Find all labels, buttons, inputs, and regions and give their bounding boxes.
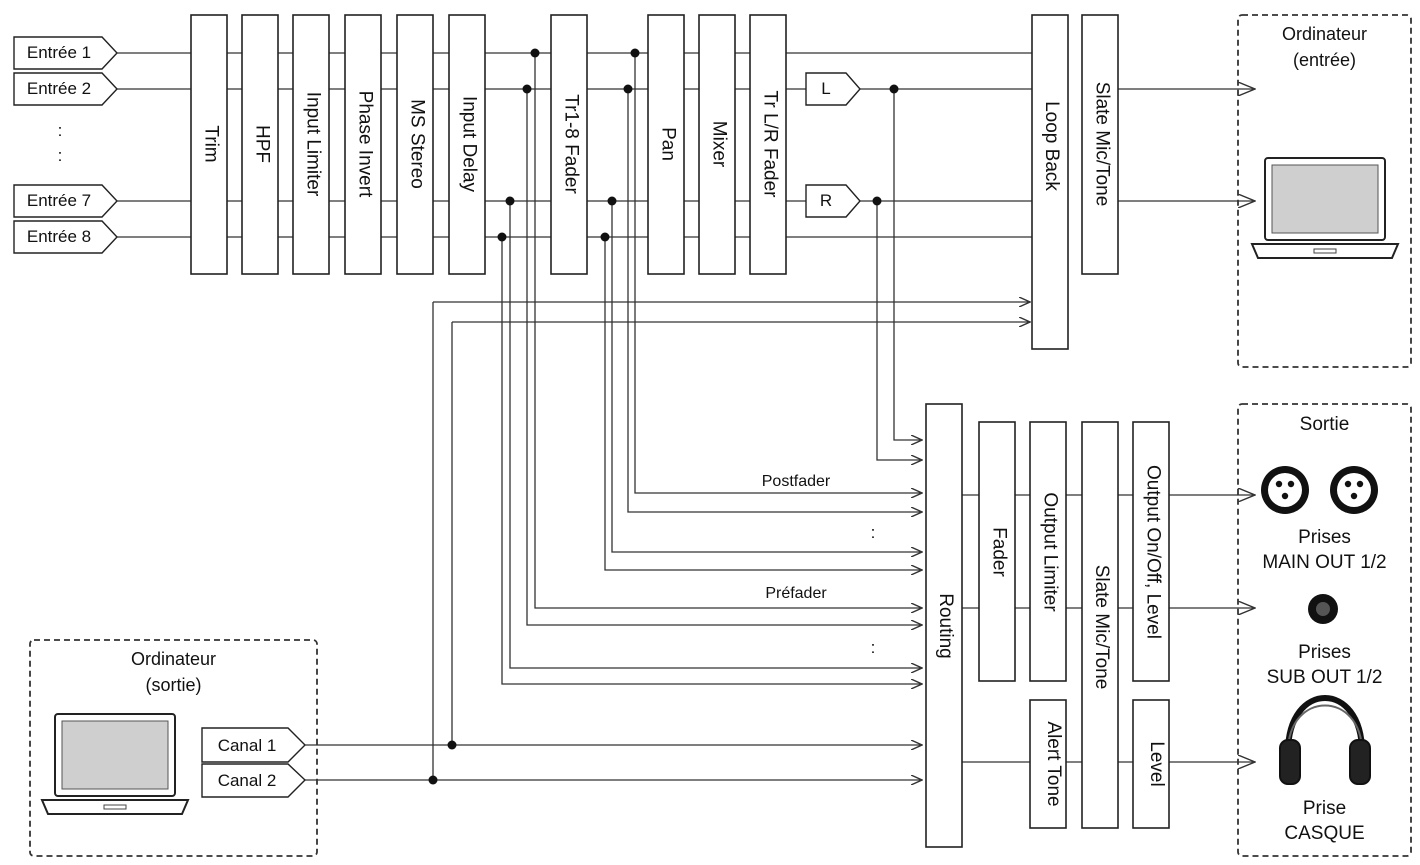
- input-tag-2: [13, 72, 118, 106]
- r-tag: [805, 184, 861, 218]
- pan-block: [647, 14, 685, 275]
- hpf-label: HPF: [251, 125, 272, 163]
- routing-label: Routing: [935, 593, 956, 659]
- trim-block: [190, 14, 228, 275]
- input-delay-block: [448, 14, 486, 275]
- computer-in-subtitle: (entrée): [1292, 50, 1357, 70]
- post-8-to-routing: [604, 237, 922, 570]
- mixer-label: Mixer: [708, 120, 729, 168]
- alert-tone-label: Alert Tone: [1043, 721, 1064, 807]
- pre-7-to-routing: [509, 201, 922, 668]
- computer-in-title: Ordinateur: [1281, 24, 1368, 44]
- loop-back-block: [1031, 14, 1069, 350]
- input-ellipsis: :: [57, 121, 63, 140]
- post-1-to-routing: [634, 53, 922, 493]
- input-delay-label: Input Delay: [458, 95, 479, 193]
- slate-top-block: [1081, 14, 1119, 275]
- xlr-connector-icon: [1330, 466, 1378, 514]
- pan-label: Pan: [657, 127, 678, 161]
- input-tags: [13, 36, 861, 798]
- routing-ellipsis: :: [870, 523, 876, 542]
- output-onoff-block: [1132, 421, 1170, 682]
- phase-invert-label: Phase Invert: [354, 90, 375, 198]
- post-2-to-routing: [627, 89, 922, 512]
- slate-top-label: Slate Mic/Tone: [1091, 81, 1112, 207]
- dashed-frames: [29, 14, 1412, 857]
- phase-invert-block: [344, 14, 382, 275]
- loop-back-label: Loop Back: [1041, 101, 1062, 191]
- xlr-connector-icon: [1261, 466, 1309, 514]
- tr-lr-fader-block: [749, 14, 787, 275]
- computer-in-frame: [1237, 14, 1412, 368]
- processing-blocks: [190, 14, 1170, 848]
- pre-2-to-routing: [526, 89, 922, 625]
- ms-stereo-label: MS Stereo: [406, 99, 427, 189]
- alert-tone-block: [1029, 699, 1067, 829]
- mixer-block: [698, 14, 736, 275]
- computer-out-subtitle: (sortie): [145, 675, 202, 695]
- sub-out-label-1: Prises: [1298, 642, 1351, 663]
- pre-8-to-routing: [501, 237, 922, 684]
- laptop-icon: [40, 713, 190, 815]
- fader-label: Fader: [988, 526, 1009, 577]
- input-tag-8: [13, 220, 118, 254]
- hpf-block: [241, 14, 279, 275]
- input-label-8: Entrée 8: [26, 227, 92, 246]
- outputs-title: Sortie: [1299, 414, 1350, 435]
- input-label-2: Entrée 2: [26, 79, 92, 98]
- level-block: [1132, 699, 1170, 829]
- main-out-label-2: MAIN OUT 1/2: [1262, 552, 1387, 573]
- routing-block: [925, 403, 963, 848]
- pre-1-to-routing: [534, 53, 922, 608]
- input-tag-1: [13, 36, 118, 70]
- output-limiter-block: [1029, 421, 1067, 682]
- tr-lr-fader-label: Tr L/R Fader: [759, 90, 780, 198]
- input-tag-7: [13, 184, 118, 218]
- input-label-1: Entrée 1: [26, 43, 92, 62]
- prefader-label: Préfader: [765, 585, 827, 602]
- l-to-routing: [893, 89, 922, 440]
- outputs-frame: [1237, 403, 1412, 857]
- post-7-to-routing: [611, 201, 922, 552]
- tr-fader-block: [550, 14, 588, 275]
- output-limiter-label: Output Limiter: [1039, 491, 1060, 612]
- tr-fader-label: Tr1-8 Fader: [560, 94, 581, 194]
- input-ellipsis: :: [57, 146, 63, 165]
- sub-out-label-2: SUB OUT 1/2: [1266, 667, 1383, 688]
- jack-connector-icon: [1308, 594, 1338, 624]
- input-limiter-label: Input Limiter: [302, 91, 323, 197]
- usb-tag-2: [201, 763, 307, 798]
- output-onoff-label: Output On/Off, Level: [1142, 464, 1163, 639]
- usb-tag-1: [201, 727, 306, 763]
- level-label: Level: [1146, 741, 1167, 787]
- computer-out-title: Ordinateur: [130, 649, 217, 669]
- usb-channel-2-label: Canal 2: [217, 771, 277, 790]
- trim-label: Trim: [200, 125, 221, 163]
- postfader-label: Postfader: [761, 473, 831, 490]
- input-limiter-block: [292, 14, 330, 275]
- main-out-label-1: Prises: [1298, 527, 1351, 548]
- input-label-7: Entrée 7: [26, 191, 92, 210]
- l-tag: [805, 72, 861, 106]
- laptop-icon: [1250, 157, 1400, 259]
- slate-bottom-block: [1081, 421, 1119, 829]
- junction-dots: [428, 48, 899, 785]
- slate-bottom-label: Slate Mic/Tone: [1091, 564, 1112, 690]
- phones-label-1: Prise: [1302, 798, 1347, 819]
- r-to-routing: [876, 201, 922, 460]
- headphones-icon: [1279, 695, 1371, 785]
- fader-block: [978, 421, 1016, 682]
- l-label: L: [821, 79, 831, 98]
- usb-channel-1-label: Canal 1: [217, 736, 277, 755]
- routing-ellipsis: :: [870, 638, 876, 657]
- phones-label-2: CASQUE: [1284, 823, 1365, 844]
- r-label: R: [819, 191, 833, 210]
- ms-stereo-block: [396, 14, 434, 275]
